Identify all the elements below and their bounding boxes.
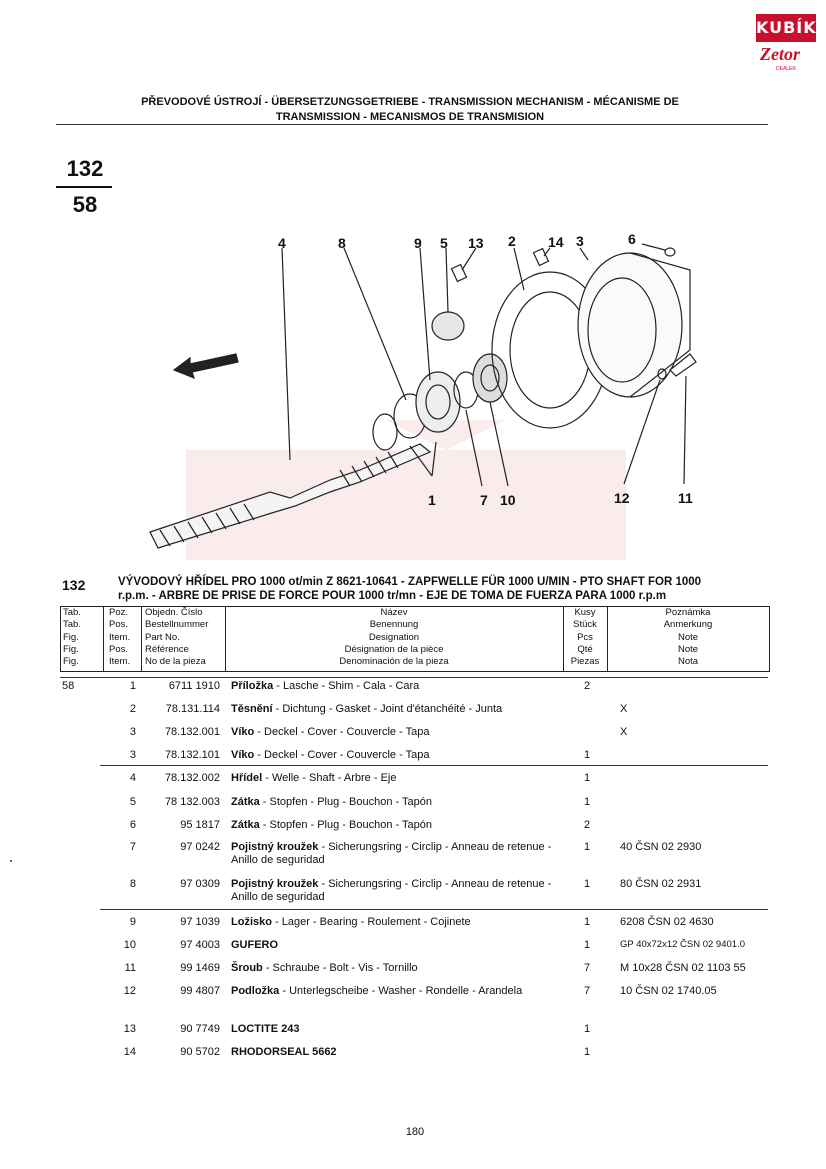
figure-denominator: 58 [72, 192, 98, 217]
callout-2: 2 [508, 233, 516, 249]
callout-5: 5 [440, 235, 448, 251]
col-sep [103, 607, 104, 671]
logo-brand: KUBÍK [756, 14, 816, 42]
parts-table-header: Tab.Tab.Fig.Fig.Fig. Poz.Pos.Item.Pos.It… [60, 606, 770, 672]
plug-13 [450, 263, 468, 283]
callout-13: 13 [468, 235, 484, 251]
section-description: VÝVODOVÝ HŘÍDEL PRO 1000 ot/min Z 8621-1… [118, 575, 778, 603]
group-rule [100, 909, 768, 910]
callout-14: 14 [548, 234, 564, 250]
figure-numerator: 132 [66, 156, 104, 181]
callout-11: 11 [678, 490, 693, 506]
callout-6: 6 [628, 231, 636, 247]
header-line-2: TRANSMISSION - MECANISMOS DE TRANSMISION [275, 111, 545, 123]
callout-1: 1 [428, 492, 436, 508]
callout-9: 9 [414, 235, 422, 251]
col-pos: Poz.Pos.Item.Pos.Item. [109, 607, 131, 668]
scan-speck [10, 860, 12, 862]
page-header: PŘEVODOVÉ ÚSTROJÍ - ÜBERSETZUNGSGETRIEBE… [80, 95, 740, 125]
section-desc-line-2: r.p.m. - ARBRE DE PRISE DE FORCE POUR 10… [118, 590, 667, 602]
plug-14 [532, 247, 550, 267]
callout-7: 7 [480, 492, 488, 508]
washer-12 [657, 368, 667, 380]
pto-shaft [149, 443, 432, 549]
page-number: 180 [405, 1126, 425, 1138]
bearing-9 [415, 371, 461, 433]
plug-5 [431, 311, 465, 341]
section-desc-line-1: VÝVODOVÝ HŘÍDEL PRO 1000 ot/min Z 8621-1… [118, 576, 702, 588]
circlip-8 [372, 413, 398, 451]
callout-10: 10 [500, 492, 516, 508]
header-rule [56, 124, 768, 125]
section-number: 132 [62, 577, 86, 593]
header-line-1: PŘEVODOVÉ ÚSTROJÍ - ÜBERSETZUNGSGETRIEBE… [141, 96, 679, 108]
kubik-zetor-logo: KUBÍK Zetor DEALER [756, 14, 816, 72]
col-tab: Tab.Tab.Fig.Fig.Fig. [63, 607, 81, 668]
bolt-11 [669, 353, 697, 377]
plug-6 [664, 247, 676, 257]
group-rule [100, 765, 768, 766]
logo-dealer: DEALER [776, 66, 797, 72]
callout-12: 12 [614, 490, 630, 506]
direction-arrow-icon [172, 353, 239, 380]
logo-sub: Zetor [760, 44, 800, 64]
col-sep [607, 607, 608, 671]
row-rule [60, 677, 768, 678]
col-sep [225, 607, 226, 671]
callout-8: 8 [338, 235, 346, 251]
col-sep [141, 607, 142, 671]
callout-3: 3 [576, 233, 584, 249]
col-sep [563, 607, 564, 671]
exploded-parts-diagram: 4 8 9 5 13 2 14 3 6 1 7 10 12 11 [130, 230, 730, 560]
figure-fraction-line [56, 186, 112, 188]
callout-4: 4 [278, 235, 286, 251]
